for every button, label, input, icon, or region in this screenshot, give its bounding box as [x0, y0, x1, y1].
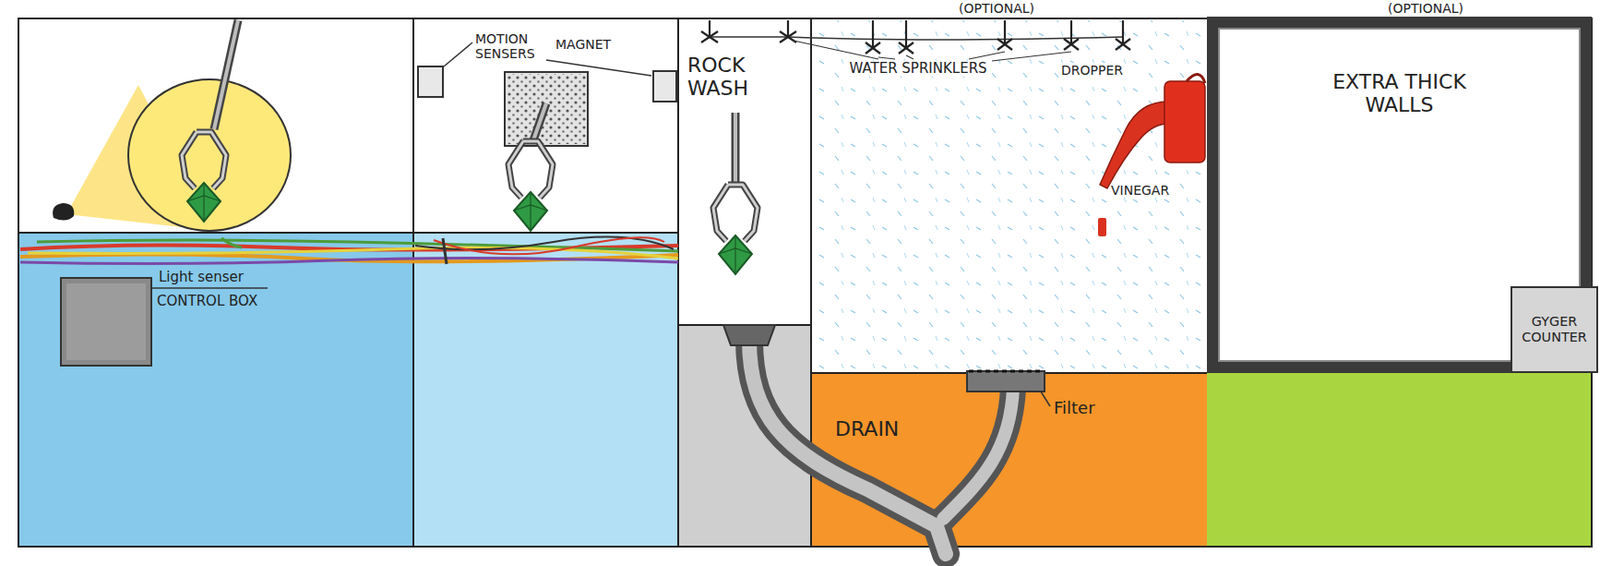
- part-label: MAGNET: [555, 36, 630, 52]
- part-label: CONTROL BOX: [156, 293, 287, 310]
- part-label: MOTION SENSERS: [475, 31, 548, 61]
- part-label: Light senser: [158, 269, 279, 286]
- part-label: DRAIN: [835, 417, 937, 441]
- part-label: ROCK WASH: [687, 53, 780, 101]
- box-label: GYGER COUNTER: [1512, 313, 1597, 345]
- geiger-counter-box: GYGER COUNTER: [1510, 286, 1599, 373]
- part-label: (OPTIONAL): [1365, 0, 1486, 16]
- part-label: (OPTIONAL): [941, 0, 1052, 16]
- box-label: EXTRA THICK WALLS: [1308, 70, 1492, 118]
- part-label: Filter: [1053, 398, 1128, 418]
- part-label: VINEGAR: [1110, 182, 1170, 198]
- part-label: DROPPER: [1061, 62, 1123, 78]
- part-label: WATER SPRINKLERS: [848, 60, 987, 77]
